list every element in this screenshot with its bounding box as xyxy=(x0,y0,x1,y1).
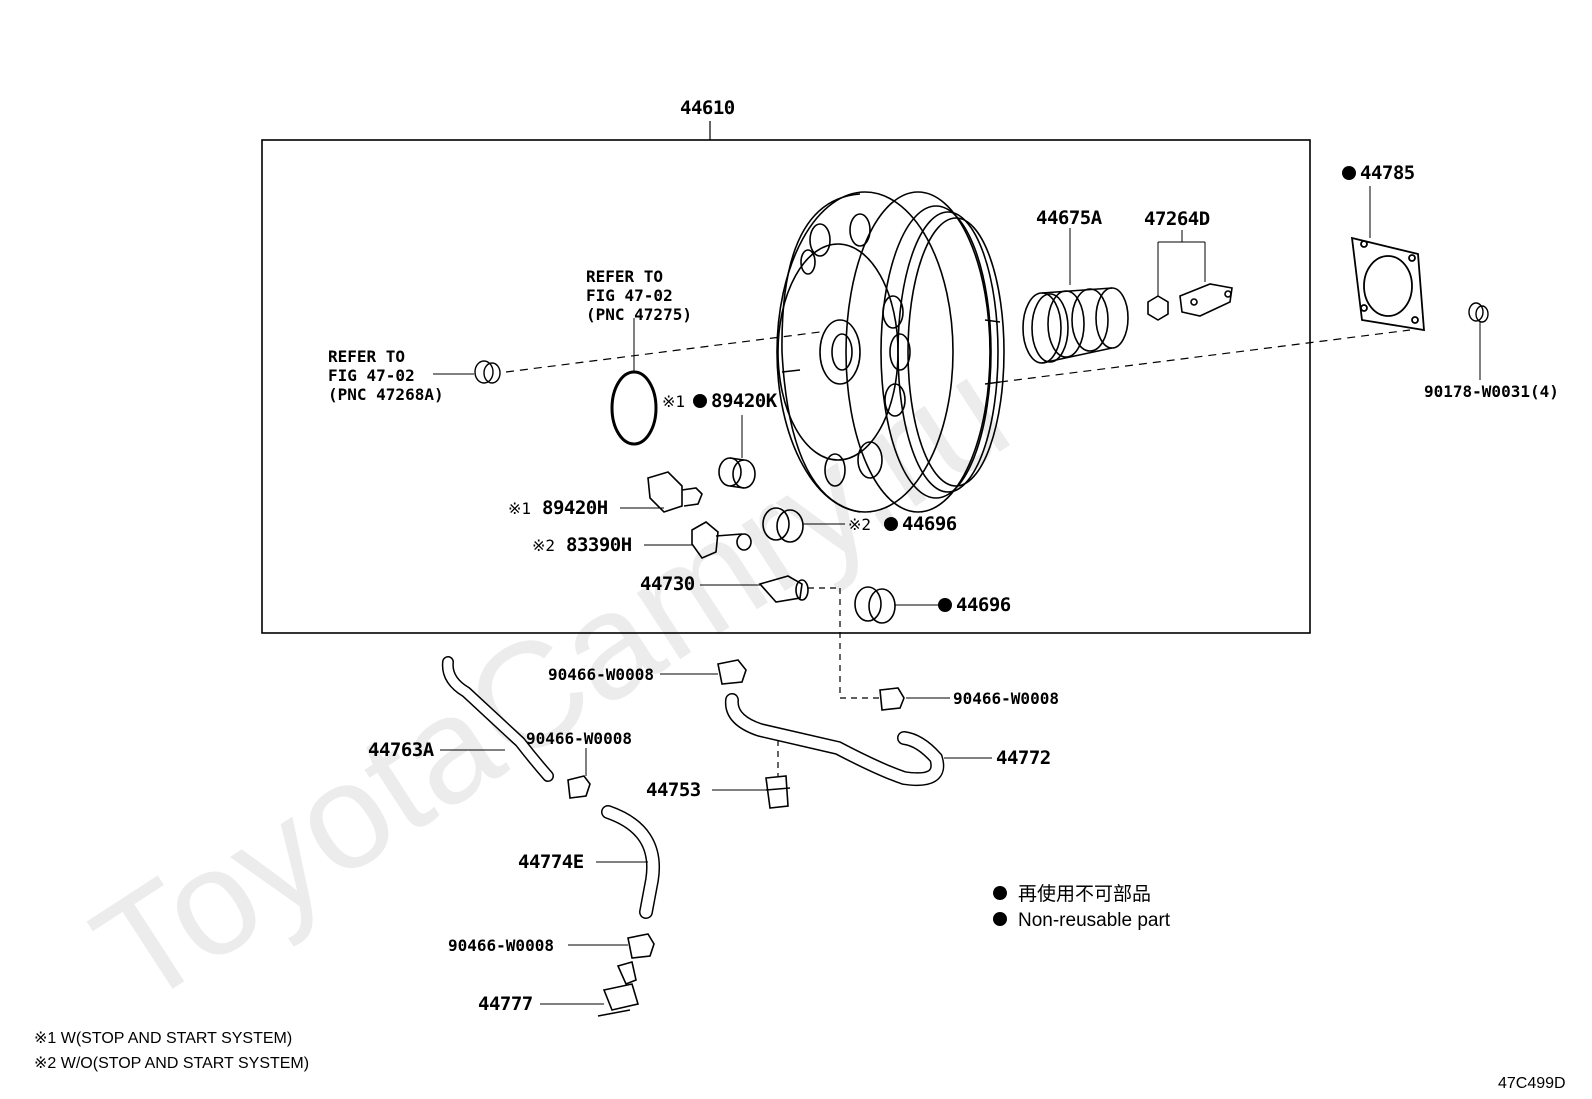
gasket-44785-drawing xyxy=(1350,236,1425,332)
o-ring-drawing xyxy=(610,370,658,446)
label-90466-w0008-c[interactable]: 90466-W0008 xyxy=(953,689,1059,708)
label-89420h[interactable]: 89420H xyxy=(542,497,608,519)
label-83390h[interactable]: 83390H xyxy=(566,534,632,556)
label-90466-w0008-d[interactable]: 90466-W0008 xyxy=(448,936,554,955)
boot-44675a-drawing xyxy=(1022,287,1129,364)
label-44610[interactable]: 44610 xyxy=(680,97,735,119)
svg-text:(PNC 47275): (PNC 47275) xyxy=(586,305,692,324)
assembly-frame xyxy=(261,139,1311,634)
clip-90466-a-drawing xyxy=(717,659,747,685)
sensor-89420h-drawing xyxy=(647,471,703,513)
check-valve-44730-drawing xyxy=(758,575,809,603)
clip-90466-d-drawing xyxy=(627,933,655,959)
label-44753[interactable]: 44753 xyxy=(646,779,701,801)
legend-en: Non-reusable part xyxy=(1018,910,1171,931)
legend-jp: 再使用不可部品 xyxy=(1018,883,1151,905)
refer-fig-47-02-top[interactable]: REFER TO FIG 47-02 (PNC 47275) xyxy=(586,267,692,324)
label-90466-w0008-a[interactable]: 90466-W0008 xyxy=(548,665,654,684)
clevis-47264d-drawing xyxy=(1147,283,1233,321)
label-44730[interactable]: 44730 xyxy=(640,573,695,595)
mark-1-89420k: ※1 xyxy=(662,392,685,411)
brake-booster-drawing xyxy=(776,191,1005,513)
label-44777[interactable]: 44777 xyxy=(478,993,533,1015)
svg-text:REFER TO: REFER TO xyxy=(586,267,663,286)
footnote-1: ※1 W(STOP AND START SYSTEM) xyxy=(34,1030,292,1047)
clip-90466-b-drawing xyxy=(567,775,591,799)
svg-text:FIG 47-02: FIG 47-02 xyxy=(586,286,673,305)
refer-fig-47-02-left[interactable]: REFER TO FIG 47-02 (PNC 47268A) xyxy=(328,347,444,404)
label-47264d[interactable]: 47264D xyxy=(1144,208,1210,230)
mark-1-89420h: ※1 xyxy=(508,499,531,518)
grommet-44696a-drawing xyxy=(762,507,804,543)
plug-83390h-drawing xyxy=(691,521,752,559)
label-44763a[interactable]: 44763A xyxy=(368,739,435,761)
label-44696-a[interactable]: 44696 xyxy=(902,513,957,535)
nut-left-drawing xyxy=(474,360,501,384)
clip-90466-c-drawing xyxy=(879,687,905,711)
tee-44753-drawing xyxy=(765,775,791,809)
svg-text:(PNC 47268A): (PNC 47268A) xyxy=(328,385,444,404)
footnote-2: ※2 W/O(STOP AND START SYSTEM) xyxy=(34,1055,309,1072)
mark-2-83390h: ※2 xyxy=(532,536,555,555)
mark-2-44696: ※2 xyxy=(848,515,871,534)
label-90466-w0008-b[interactable]: 90466-W0008 xyxy=(526,729,632,748)
nut-right-drawing xyxy=(1468,302,1489,323)
figure-code: 47C499D xyxy=(1498,1075,1566,1092)
legend: 再使用不可部品 Non-reusable part xyxy=(993,883,1171,931)
label-44774e[interactable]: 44774E xyxy=(518,851,584,873)
label-90178-w0031[interactable]: 90178-W0031(4) xyxy=(1424,382,1559,401)
label-44696-b[interactable]: 44696 xyxy=(956,594,1011,616)
non-reusable-dot-44696b xyxy=(938,598,952,612)
svg-text:FIG 47-02: FIG 47-02 xyxy=(328,366,415,385)
label-89420k[interactable]: 89420K xyxy=(711,390,778,412)
grommet-89420k-drawing xyxy=(718,457,756,489)
svg-text:REFER TO: REFER TO xyxy=(328,347,405,366)
label-44785[interactable]: 44785 xyxy=(1360,162,1415,184)
label-44675a[interactable]: 44675A xyxy=(1036,207,1103,229)
non-reusable-dot-89420k xyxy=(693,394,707,408)
grommet-44696b-drawing xyxy=(854,586,896,624)
label-44772[interactable]: 44772 xyxy=(996,747,1051,769)
non-reusable-dot-44785 xyxy=(1342,166,1356,180)
non-reusable-dot-44696a xyxy=(884,517,898,531)
union-44777-drawing xyxy=(597,960,640,1017)
